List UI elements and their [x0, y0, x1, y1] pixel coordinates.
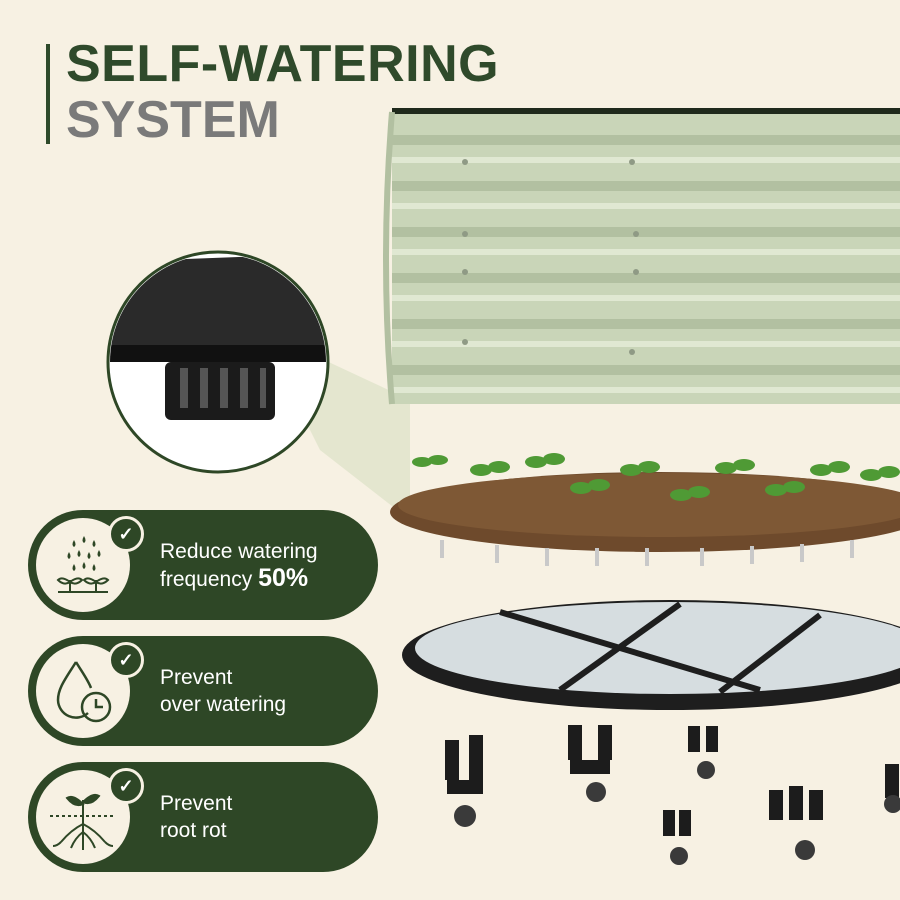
water-reservoir-tray	[402, 600, 900, 710]
check-icon: ✓	[108, 516, 144, 552]
title-line-1: SELF-WATERING	[66, 35, 500, 93]
plant-roots-icon	[50, 793, 116, 850]
feature-pill-prevent-root-rot: ✓ Prevent root rot	[28, 762, 378, 872]
feature-pill-prevent-over-watering: ✓ Prevent over watering	[28, 636, 378, 746]
check-icon: ✓	[108, 768, 144, 804]
feature-line-1: Prevent	[160, 792, 233, 815]
feature-icon-circle	[36, 518, 130, 612]
check-icon: ✓	[108, 642, 144, 678]
feature-line-2: root rot	[160, 819, 227, 842]
planter-bed-wall	[383, 108, 900, 405]
drop-clock-icon	[56, 661, 112, 723]
feature-text: Reduce watering frequency 50%	[160, 510, 318, 620]
support-casters	[445, 725, 900, 865]
seedlings	[412, 453, 900, 501]
feature-highlight: 50%	[258, 563, 309, 592]
title-accent-bar	[46, 44, 50, 144]
feature-text: Prevent root rot	[160, 762, 232, 872]
feature-line-2: frequency	[160, 567, 259, 591]
zoom-detail-circle	[106, 250, 330, 474]
feature-line-1: Reduce watering	[160, 539, 318, 563]
feature-line-1: Prevent	[160, 666, 233, 689]
feature-text: Prevent over watering	[160, 636, 286, 746]
title-line-2: SYSTEM	[66, 91, 280, 149]
feature-line-2: over watering	[160, 693, 287, 716]
water-drops-seedling-icon	[56, 536, 110, 593]
soil-layer	[390, 472, 900, 566]
feature-pill-reduce-watering: ✓ Reduce watering frequency 50%	[28, 510, 378, 620]
